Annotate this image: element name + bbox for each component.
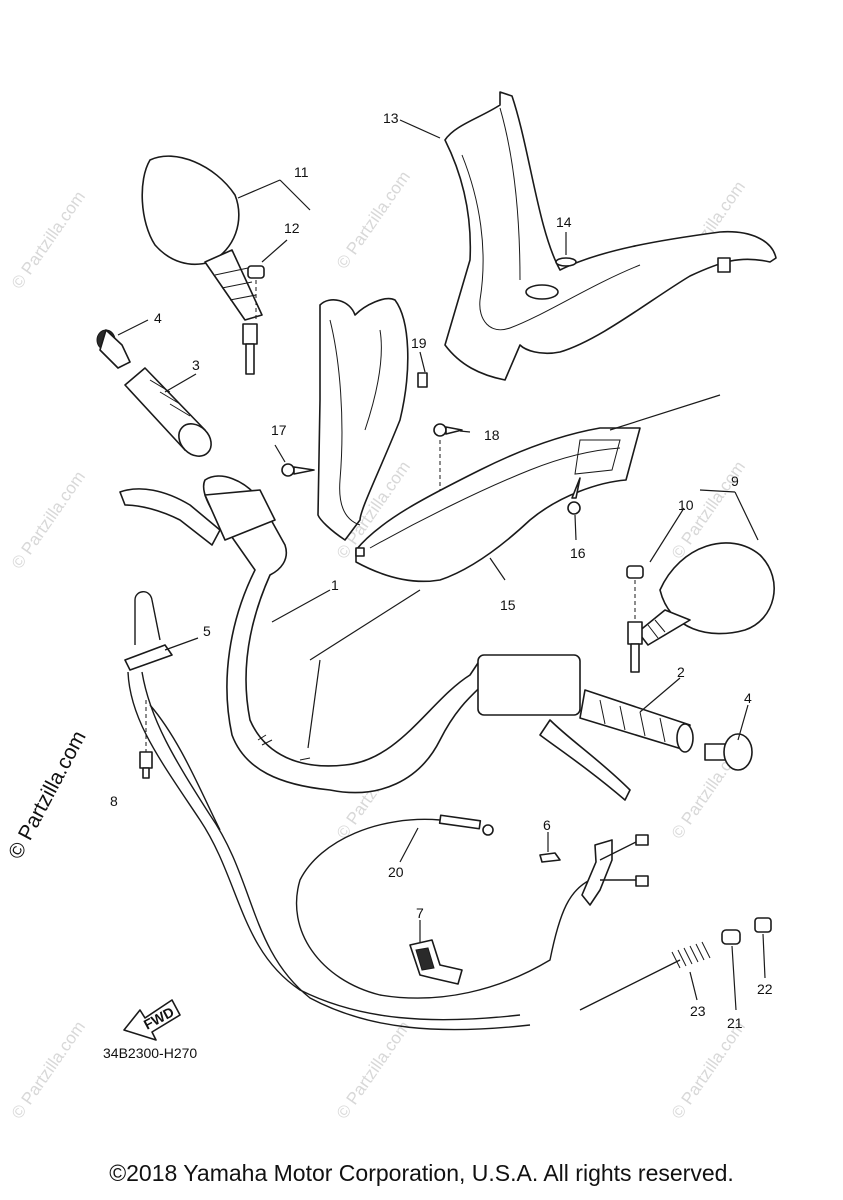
right-bar-end (704, 733, 753, 771)
center-panel (317, 297, 428, 541)
callout-4-right: 4 (744, 690, 752, 706)
throttle-cable (438, 814, 494, 836)
callout-10: 10 (678, 497, 694, 513)
callout-21: 21 (727, 1015, 743, 1031)
left-grip (124, 367, 212, 457)
callout-4-left: 4 (154, 310, 162, 326)
cable-clip (409, 939, 463, 985)
callout-18: 18 (484, 427, 500, 443)
callout-22: 22 (757, 981, 773, 997)
upper-handlebar-cover (444, 91, 777, 381)
left-brake-lever (119, 488, 276, 546)
mirror-cap-left (247, 265, 265, 279)
watermark: © Partzilla.com (668, 1018, 749, 1123)
callout-8: 8 (110, 793, 118, 809)
watermark: © Partzilla.com (333, 1018, 414, 1123)
callout-15: 15 (500, 597, 516, 613)
right-mirror (627, 542, 775, 673)
cable-bracket (539, 834, 649, 906)
left-mirror (141, 155, 263, 375)
adjuster-spring (579, 917, 772, 1011)
mirror-cap-right (626, 565, 644, 579)
callout-20: 20 (388, 864, 404, 880)
fasteners (281, 423, 581, 515)
watermark: © Partzilla.com (8, 188, 89, 293)
left-bar-end (96, 329, 131, 369)
callout-7: 7 (416, 905, 424, 921)
callout-11: 11 (294, 164, 309, 180)
callout-23: 23 (690, 1003, 706, 1019)
watermark: © Partzilla.com (8, 1018, 89, 1123)
watermark: © Partzilla.com (8, 468, 89, 573)
callout-3: 3 (192, 357, 200, 373)
callout-16: 16 (570, 545, 586, 561)
lower-handlebar-cover (355, 427, 641, 583)
callout-labels: 1 2 3 4 4 5 6 7 8 9 10 11 12 13 14 15 16… (110, 110, 773, 1031)
callout-1: 1 (331, 577, 339, 593)
callout-17: 17 (271, 422, 287, 438)
footer-copyright: ©2018 Yamaha Motor Corporation, U.S.A. A… (109, 1160, 734, 1186)
callout-6: 6 (543, 817, 551, 833)
callout-12: 12 (284, 220, 300, 236)
callout-5: 5 (203, 623, 211, 639)
callout-19: 19 (411, 335, 427, 351)
callout-2: 2 (677, 664, 685, 680)
callout-13: 13 (383, 110, 399, 126)
callout-14: 14 (556, 214, 572, 230)
fwd-arrow: FWD (123, 999, 181, 1041)
watermark: © Partzilla.com (333, 168, 414, 273)
cable-bundle (124, 591, 591, 1031)
callout-9: 9 (731, 473, 739, 489)
leader-lines (117, 119, 766, 1011)
diagram-code: 34B2300-H270 (103, 1045, 198, 1061)
handlebar (202, 475, 694, 801)
